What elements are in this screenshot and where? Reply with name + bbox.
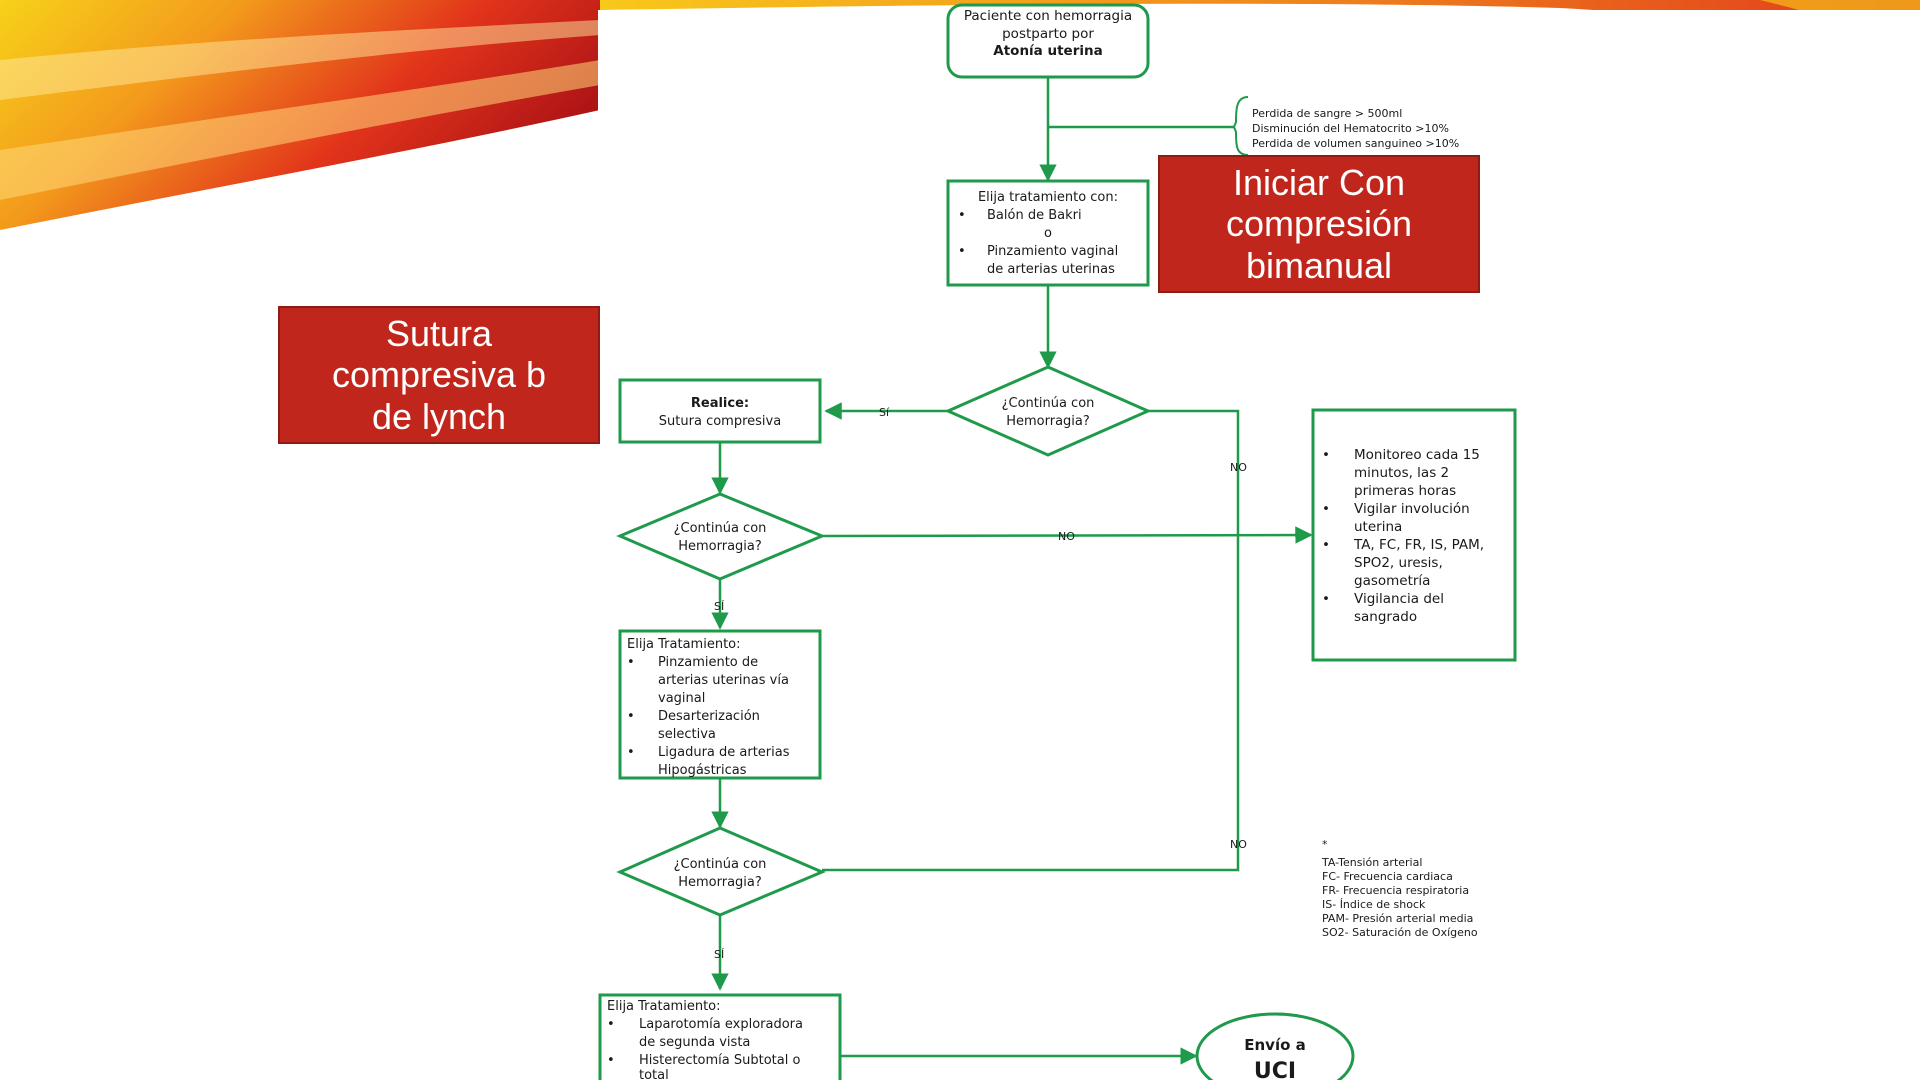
monitor-box: [1311, 408, 1517, 662]
treatment2-item-7: Hipogástricas: [658, 763, 747, 778]
bullet: •: [607, 1017, 615, 1032]
criteria-bracket: [1232, 96, 1249, 156]
treatment1-item-or: o: [1044, 226, 1052, 241]
bullet: •: [627, 655, 635, 670]
monitor-item-2: minutos, las 2: [1354, 465, 1449, 481]
callout-left-text: Sutura compresiva b de lynch: [331, 312, 547, 437]
treatment2-item-1: Pinzamiento de: [658, 655, 758, 670]
bullet: •: [1322, 447, 1330, 463]
treatment3-title: Elija Tratamiento:: [607, 999, 721, 1014]
treatment2-title: Elija Tratamiento:: [627, 637, 741, 652]
treatment3-item-2: de segunda vista: [639, 1035, 750, 1050]
label-no-1: NO: [1230, 461, 1247, 474]
treatment1-item-2: Pinzamiento vaginal: [987, 244, 1118, 259]
monitor-item-8: gasometría: [1354, 573, 1430, 589]
treatment3-item-1: Laparotomía exploradora: [639, 1017, 803, 1032]
treatment1-item-3: de arterias uterinas: [987, 262, 1115, 277]
start-text-3: Atonía uterina: [993, 43, 1102, 59]
start-text-1: Paciente con hemorragia: [964, 8, 1132, 24]
legend-line-2: TA-Tensión arterial: [1321, 856, 1422, 869]
callout-right-text: Iniciar Con compresión bimanual: [1225, 161, 1413, 286]
treatment3-item-3: Histerectomía Subtotal o: [639, 1053, 800, 1068]
treatment1-box: [946, 179, 1150, 287]
treatment3-item-4: total: [639, 1068, 669, 1080]
legend-line-3: FC- Frecuencia cardiaca: [1322, 870, 1453, 883]
bullet: •: [958, 244, 966, 259]
legend-line-6: PAM- Presión arterial media: [1322, 912, 1473, 925]
legend-line-7: SO2- Saturación de Oxígeno: [1322, 926, 1478, 939]
decision1-text-1: ¿Continúa con: [1002, 396, 1095, 411]
uci-text-1: Envío a: [1244, 1036, 1306, 1054]
label-no-2: NO: [1058, 530, 1075, 543]
bullet: •: [627, 709, 635, 724]
edge-decision1-no: [822, 409, 1240, 872]
decision1-text-2: Hemorragia?: [1006, 414, 1090, 429]
decision3-diamond: [616, 826, 826, 917]
bullet: •: [627, 745, 635, 760]
top-swoosh: [600, 0, 1920, 80]
monitor-item-5: uterina: [1354, 519, 1402, 535]
decision2-diamond: [616, 492, 826, 581]
monitor-item-10: sangrado: [1354, 609, 1417, 625]
treatment2-item-3: vaginal: [658, 691, 705, 706]
legend-line-5: IS- Índice de shock: [1322, 898, 1426, 911]
realice-text-2: Sutura compresiva: [659, 414, 781, 429]
criteria-3: Perdida de volumen sanguineo >10%: [1252, 137, 1459, 150]
treatment2-box: [618, 629, 822, 780]
treatment2-item-5: selectiva: [658, 727, 716, 742]
monitor-item-6: TA, FC, FR, IS, PAM,: [1353, 537, 1484, 553]
bullet: •: [1322, 501, 1330, 517]
bullet: •: [1322, 537, 1330, 553]
start-text-2: postparto por: [1002, 26, 1094, 42]
bullet: •: [958, 208, 966, 223]
legend-line-4: FR- Frecuencia respiratoria: [1322, 884, 1469, 897]
treatment2-item-2: arterias uterinas vía: [658, 673, 789, 688]
bullet: •: [1322, 591, 1330, 607]
treatment3-box: [598, 993, 842, 1080]
decision2-text-2: Hemorragia?: [678, 539, 762, 554]
decision3-text-1: ¿Continúa con: [674, 857, 767, 872]
start-node: [946, 3, 1150, 79]
flow-edges: [711, 78, 1313, 1065]
monitor-item-9: Vigilancia del: [1354, 591, 1444, 607]
monitor-item-7: SPO2, uresis,: [1354, 555, 1443, 571]
realice-box: [618, 378, 822, 444]
decision3-text-2: Hemorragia?: [678, 875, 762, 890]
treatment2-item-6: Ligadura de arterias: [658, 745, 790, 760]
monitor-item-3: primeras horas: [1354, 483, 1456, 499]
callout-compresion-bimanual: Iniciar Con compresión bimanual: [1158, 155, 1480, 293]
decision2-text-1: ¿Continúa con: [674, 521, 767, 536]
treatment1-title: Elija tratamiento con:: [978, 190, 1118, 205]
criteria-1: Perdida de sangre > 500ml: [1252, 107, 1402, 120]
bullet: •: [607, 1053, 615, 1068]
legend-line-1: *: [1322, 838, 1328, 851]
criteria-2: Disminución del Hematocrito >10%: [1252, 122, 1449, 135]
treatment2-item-4: Desarterización: [658, 709, 760, 724]
monitor-item-1: Monitoreo cada 15: [1354, 447, 1480, 463]
label-no-3: NO: [1230, 838, 1247, 851]
uci-node: [1195, 1012, 1355, 1080]
callout-sutura-lynch: Sutura compresiva b de lynch: [278, 306, 600, 444]
label-si-2: SÍ: [714, 600, 724, 613]
realice-text-1: Realice:: [691, 396, 749, 411]
uci-text-2: UCI: [1254, 1059, 1296, 1080]
treatment1-item-1: Balón de Bakri: [987, 208, 1082, 223]
decision1-diamond: [944, 365, 1152, 457]
label-si-1: Sí: [879, 406, 890, 419]
monitor-item-4: Vigilar involución: [1354, 501, 1470, 517]
label-si-3: SÍ: [714, 948, 724, 961]
edge-decision2-no: [821, 526, 1313, 544]
